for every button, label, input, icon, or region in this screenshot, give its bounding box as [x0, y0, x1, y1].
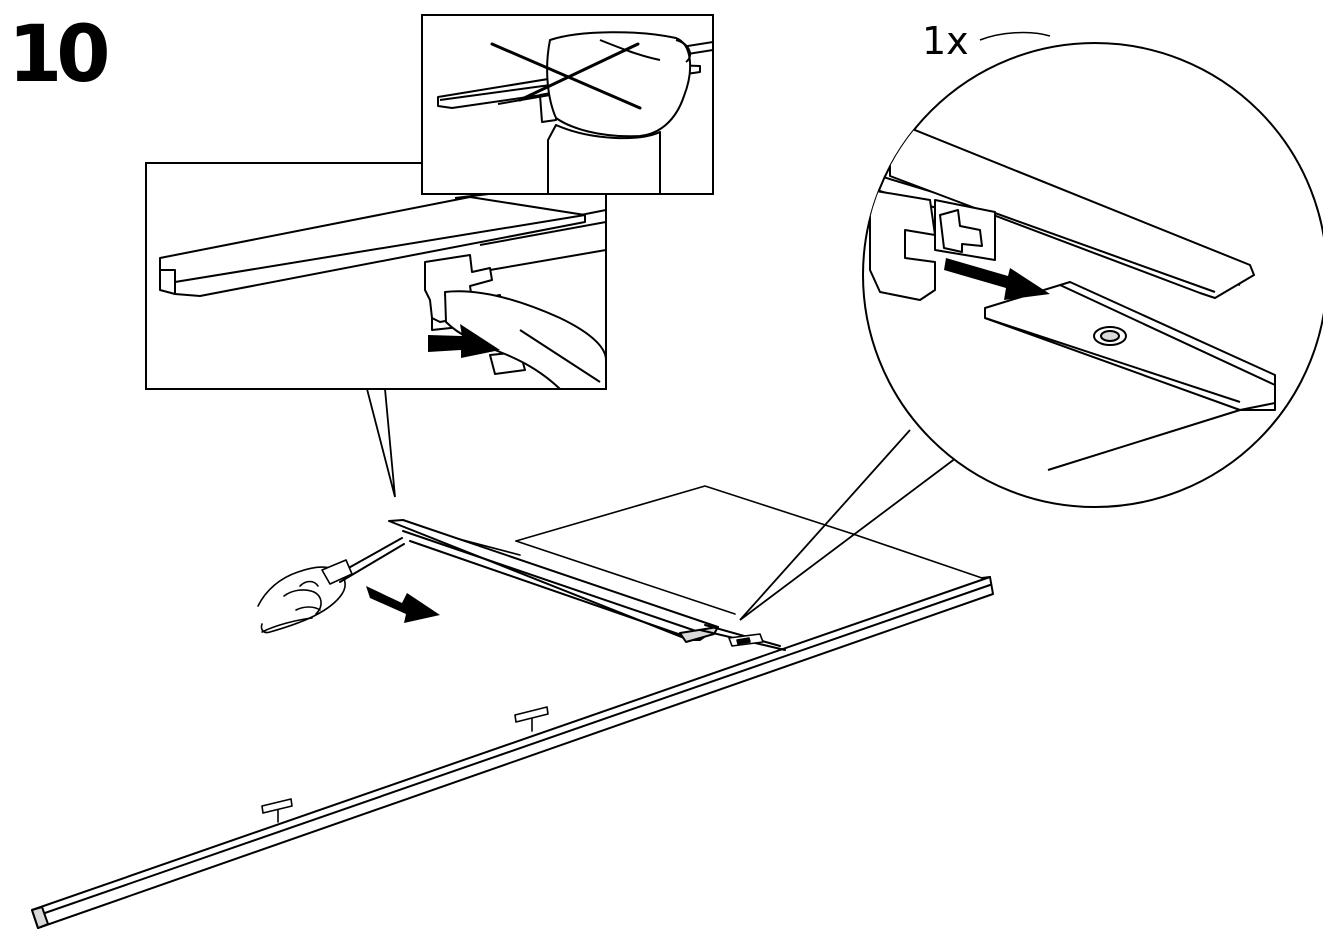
detail-box-correct	[146, 163, 606, 389]
detail-circle	[860, 33, 1323, 507]
sliding-rail	[389, 520, 785, 650]
step-number: 10	[8, 10, 111, 100]
x-cross-icon	[492, 44, 640, 108]
arrow-right-icon	[366, 586, 440, 623]
hand-with-screwdriver	[258, 538, 404, 633]
main-scene	[32, 486, 993, 928]
arrow-right-icon	[944, 258, 1050, 300]
joint-slot	[729, 634, 763, 646]
bottom-track	[32, 577, 993, 928]
track-tab	[515, 707, 548, 731]
arrow-right-icon	[428, 324, 500, 358]
quantity-label: 1x	[922, 19, 969, 63]
callout-pointers	[367, 389, 960, 620]
track-tab	[262, 799, 292, 822]
detail-box-wrong	[422, 15, 713, 194]
